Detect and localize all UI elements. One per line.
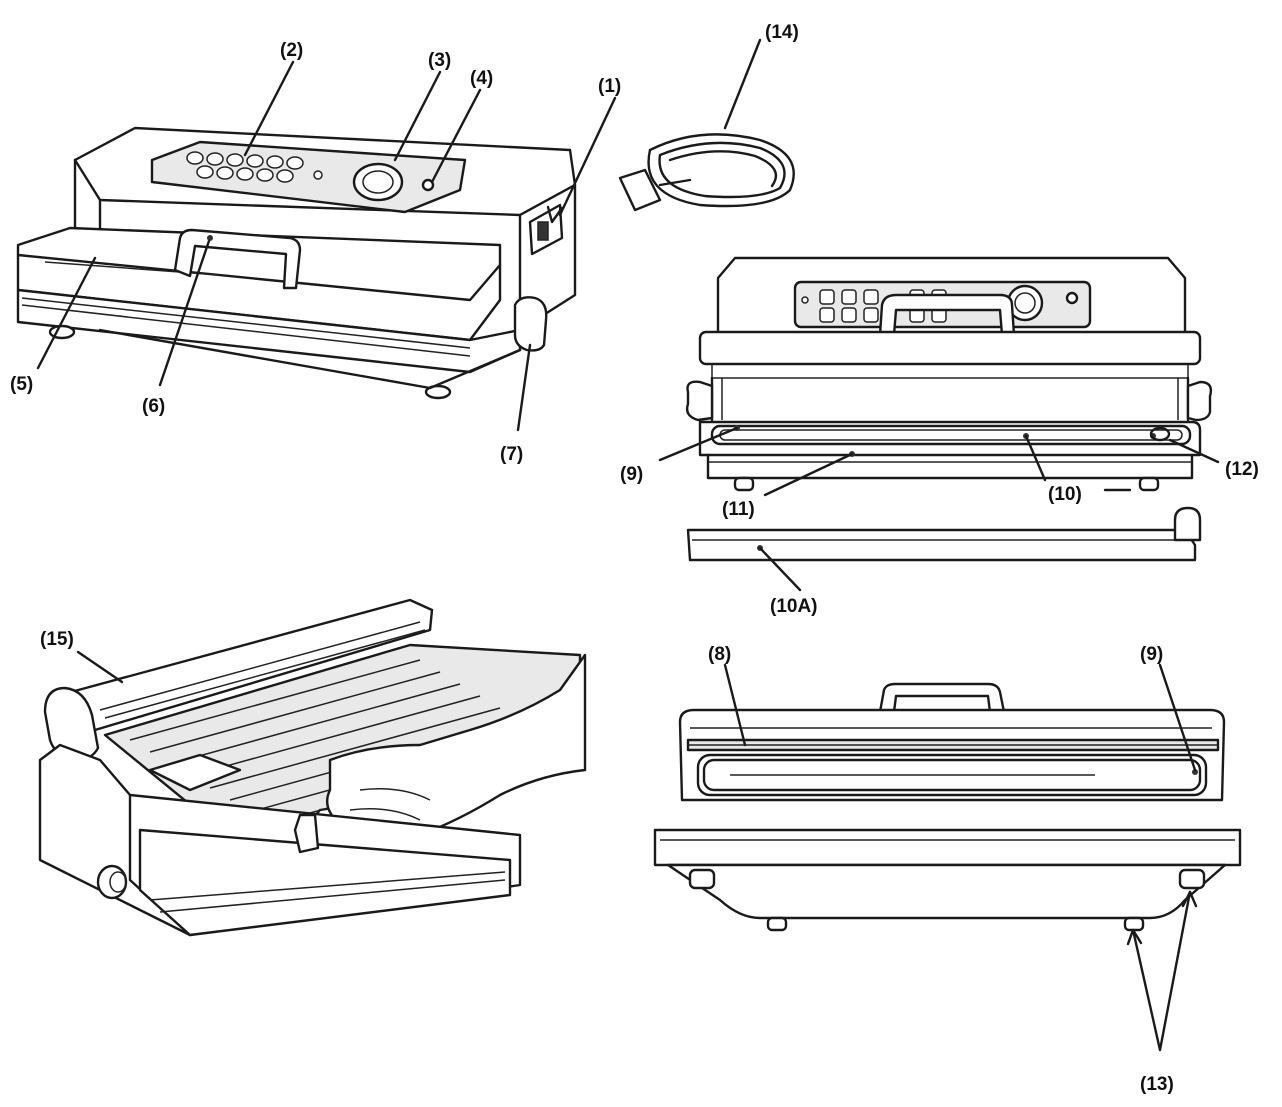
callout-9-front: (9) — [620, 464, 643, 485]
callout-3: (3) — [428, 50, 451, 71]
callout-14: (14) — [765, 22, 799, 43]
callout-6: (6) — [142, 396, 165, 417]
drip-tray-10a — [686, 506, 1202, 592]
callout-10a: (10A) — [770, 596, 818, 617]
callout-4: (4) — [470, 68, 493, 89]
power-cord — [618, 133, 795, 212]
callout-7: (7) — [500, 444, 523, 465]
callout-1: (1) — [598, 76, 621, 97]
roll-cutter-view — [38, 598, 587, 937]
callout-11: (11) — [722, 499, 755, 520]
callout-12: (12) — [1225, 459, 1259, 480]
callout-10: (10) — [1048, 484, 1082, 505]
callout-8: (8) — [708, 644, 731, 665]
callout-13: (13) — [1140, 1074, 1174, 1095]
lid-underside-view — [653, 663, 1242, 1052]
callout-labels: (1) (2) (3) (4) (5) (6) (7) (8) (9) (9) … — [10, 22, 1259, 1095]
callout-5: (5) — [10, 374, 33, 395]
leaders-front-view — [36, 38, 762, 432]
callout-9-lid: (9) — [1140, 644, 1163, 665]
callout-2: (2) — [280, 40, 303, 61]
front-perspective-view — [16, 126, 577, 400]
open-front-view — [658, 256, 1220, 497]
callout-15: (15) — [40, 629, 74, 650]
